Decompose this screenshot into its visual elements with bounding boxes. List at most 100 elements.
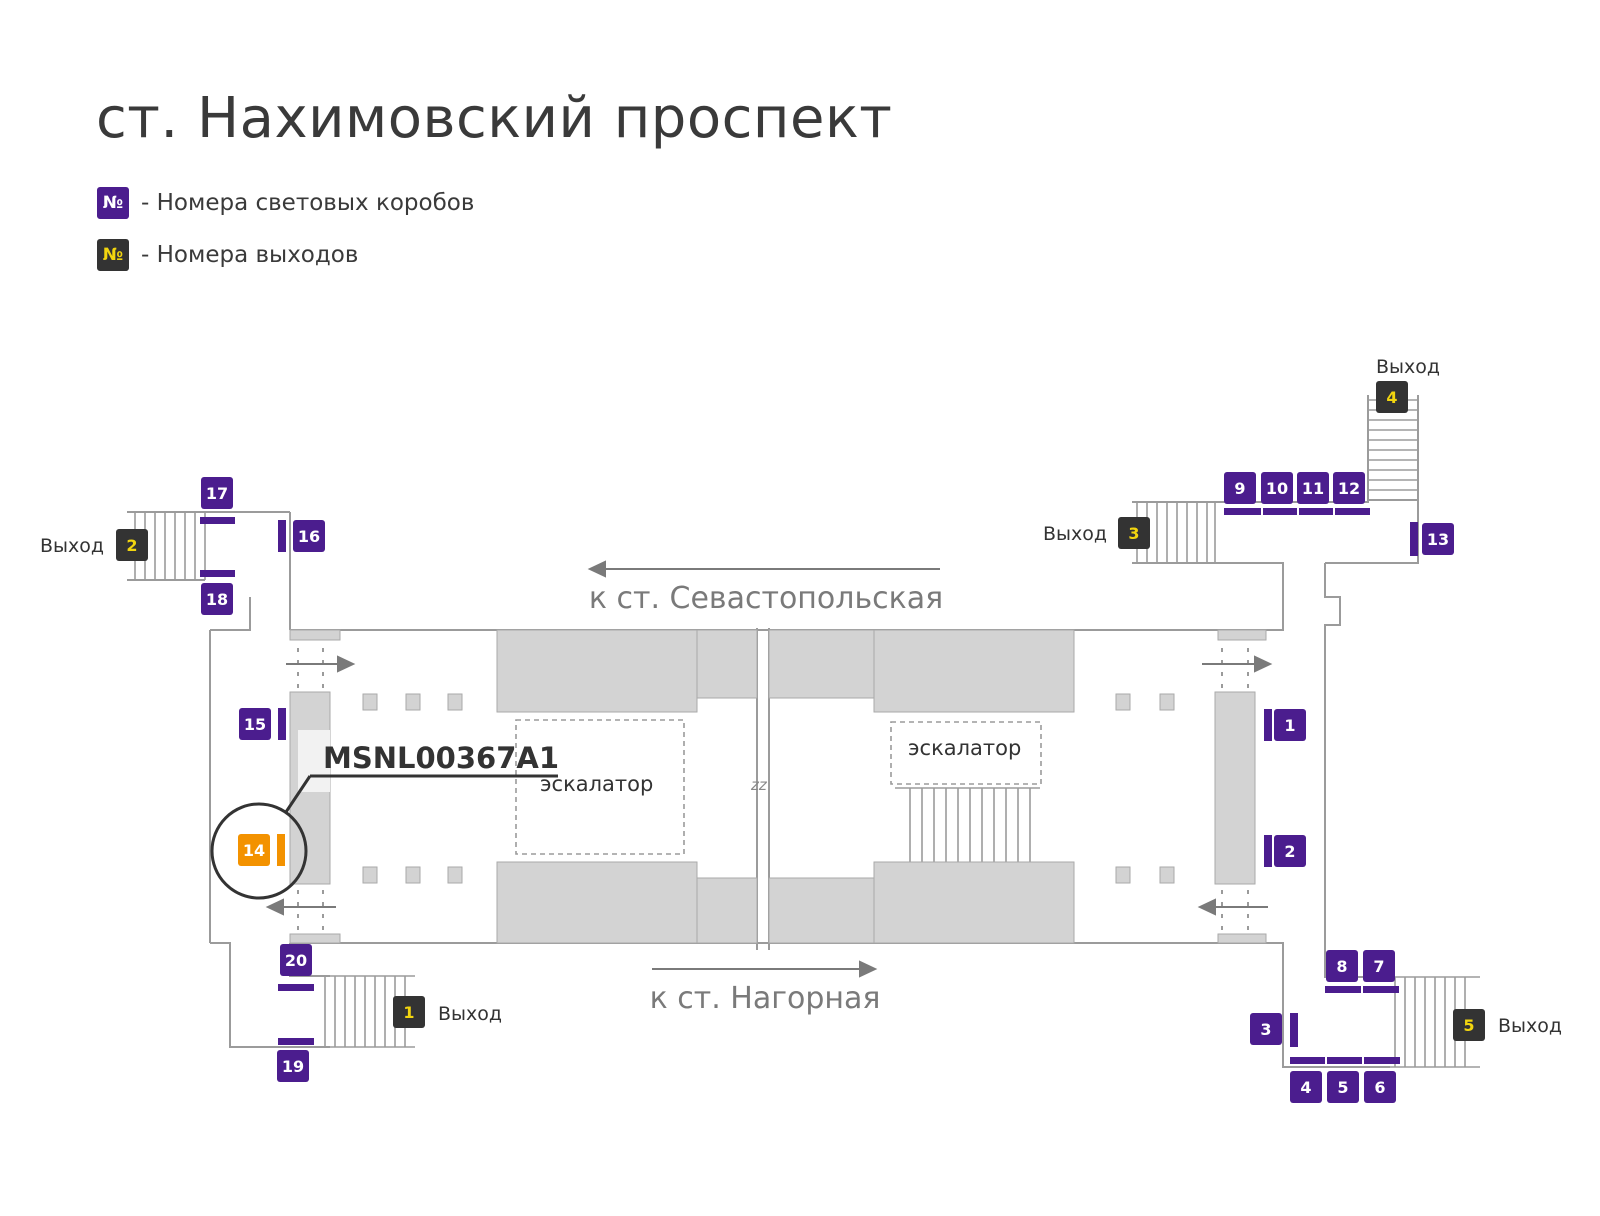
arrow-left-icon bbox=[587, 560, 606, 578]
exit-badge: 3 bbox=[1118, 517, 1150, 549]
direction-bottom: к ст. Нагорная bbox=[650, 981, 881, 1016]
lightbox-badge: 7 bbox=[1363, 950, 1395, 982]
escalator-left bbox=[515, 719, 685, 855]
escalator-right bbox=[890, 721, 1042, 785]
svg-text:18: 18 bbox=[206, 590, 228, 609]
arrow-left-icon bbox=[1197, 898, 1216, 916]
svg-text:13: 13 bbox=[1427, 530, 1449, 549]
pillar bbox=[405, 693, 421, 711]
svg-text:19: 19 bbox=[282, 1057, 304, 1076]
track-block-bottom-right bbox=[873, 861, 1075, 944]
exit-3-label: Выход bbox=[1043, 523, 1107, 545]
escalator-left-label: эскалатор bbox=[540, 772, 653, 796]
highlighted-lightbox: 14 MSNL00367A1 bbox=[210, 741, 559, 900]
pillar bbox=[1159, 866, 1175, 884]
lightbox-bar bbox=[278, 984, 314, 991]
pillar bbox=[447, 866, 463, 884]
exit-4-label: Выход bbox=[1376, 356, 1440, 378]
track-block-top-right bbox=[873, 629, 1075, 713]
lightbox-badge: 1 bbox=[1274, 709, 1306, 741]
lightbox-bar bbox=[278, 1038, 314, 1045]
lightbox-code: MSNL00367A1 bbox=[323, 741, 559, 775]
lightbox-badge: 20 bbox=[280, 944, 312, 976]
lightbox-badge: 12 bbox=[1333, 472, 1365, 504]
lightbox-badge: 18 bbox=[201, 583, 233, 615]
lightbox-badge: 10 bbox=[1261, 472, 1293, 504]
lightbox-bar bbox=[278, 520, 286, 552]
lightbox-bar bbox=[1290, 1013, 1298, 1047]
lightbox-bar bbox=[1264, 835, 1272, 867]
lightbox-badge: 15 bbox=[239, 708, 271, 740]
lightbox-bar bbox=[1410, 522, 1418, 556]
highlighted-number: 14 bbox=[243, 841, 265, 860]
bench bbox=[1217, 629, 1267, 641]
exit-1-label: Выход bbox=[438, 1003, 502, 1025]
pillar bbox=[405, 866, 421, 884]
lightbox-bar bbox=[1264, 709, 1272, 741]
lightbox-badge: 19 bbox=[277, 1050, 309, 1082]
right-platform-column bbox=[1214, 691, 1256, 885]
legend-exit-text: - Номера выходов bbox=[141, 242, 359, 268]
pillar bbox=[362, 693, 378, 711]
arrow-right-icon bbox=[337, 655, 356, 673]
exit-badge: 5 bbox=[1453, 1009, 1485, 1041]
arrow-right-icon bbox=[859, 960, 878, 978]
break-mark: zz bbox=[750, 776, 768, 794]
svg-text:1: 1 bbox=[1284, 716, 1295, 735]
exit-badge: 2 bbox=[116, 529, 148, 561]
lightbox-badge: 2 bbox=[1274, 835, 1306, 867]
legend-lightbox: № - Номера световых коробов bbox=[97, 187, 474, 219]
track-block-top-mid-right bbox=[768, 629, 875, 699]
lightbox-bar bbox=[200, 517, 235, 524]
svg-text:4: 4 bbox=[1386, 388, 1397, 407]
track-block-bottom-mid-left bbox=[696, 877, 758, 944]
svg-text:5: 5 bbox=[1463, 1016, 1474, 1035]
svg-text:1: 1 bbox=[403, 1003, 414, 1022]
svg-text:8: 8 bbox=[1336, 957, 1347, 976]
lightbox-badge: 16 bbox=[293, 520, 325, 552]
bench bbox=[289, 629, 341, 641]
lightbox-badge-highlighted bbox=[238, 834, 270, 866]
lightbox-badge: 5 bbox=[1327, 1071, 1359, 1103]
lightbox-bar bbox=[278, 708, 286, 740]
page-title: ст. Нахимовский проспект bbox=[96, 86, 893, 151]
svg-text:4: 4 bbox=[1300, 1078, 1311, 1097]
svg-text:6: 6 bbox=[1374, 1078, 1385, 1097]
stairs bbox=[134, 399, 1480, 1068]
svg-text:11: 11 bbox=[1302, 479, 1324, 498]
arrows bbox=[265, 560, 1273, 978]
exit-badge: 4 bbox=[1376, 381, 1408, 413]
lightbox-badges: 1 2 3 4 5 6 7 8 9 10 11 12 13 15 16 17 1… bbox=[201, 472, 1454, 1103]
pillar bbox=[1115, 866, 1131, 884]
pillar bbox=[1159, 693, 1175, 711]
exit-badges: 1 2 3 4 5 bbox=[116, 381, 1485, 1041]
arrow-right-icon bbox=[1254, 655, 1273, 673]
exit-badge: 1 bbox=[393, 996, 425, 1028]
exit-5-label: Выход bbox=[1498, 1015, 1562, 1037]
lightbox-badge: 9 bbox=[1224, 472, 1256, 504]
svg-text:12: 12 bbox=[1338, 479, 1360, 498]
bench bbox=[289, 933, 341, 944]
svg-text:20: 20 bbox=[285, 951, 307, 970]
lightbox-bar bbox=[200, 570, 235, 577]
direction-top: к ст. Севастопольская bbox=[589, 581, 943, 616]
exit-2-label: Выход bbox=[40, 535, 104, 557]
pillar bbox=[1115, 693, 1131, 711]
lightbox-badge: 4 bbox=[1290, 1071, 1322, 1103]
lightbox-badge: 17 bbox=[201, 477, 233, 509]
svg-text:2: 2 bbox=[126, 536, 137, 555]
track-block-bottom-mid-right bbox=[768, 877, 875, 944]
pillar bbox=[362, 866, 378, 884]
bench bbox=[1217, 933, 1267, 944]
track-block-top-mid-left bbox=[696, 629, 758, 699]
escalator-outlines bbox=[515, 719, 1042, 855]
svg-text:16: 16 bbox=[298, 527, 320, 546]
svg-text:2: 2 bbox=[1284, 842, 1295, 861]
lightbox-bar bbox=[1290, 1057, 1400, 1064]
lightbox-bar-highlighted bbox=[277, 834, 285, 866]
svg-text:10: 10 bbox=[1266, 479, 1288, 498]
svg-text:15: 15 bbox=[244, 715, 266, 734]
escalator-right-label: эскалатор bbox=[908, 736, 1021, 760]
lightbox-badge: 3 bbox=[1250, 1013, 1282, 1045]
lightbox-badge: 8 bbox=[1326, 950, 1358, 982]
